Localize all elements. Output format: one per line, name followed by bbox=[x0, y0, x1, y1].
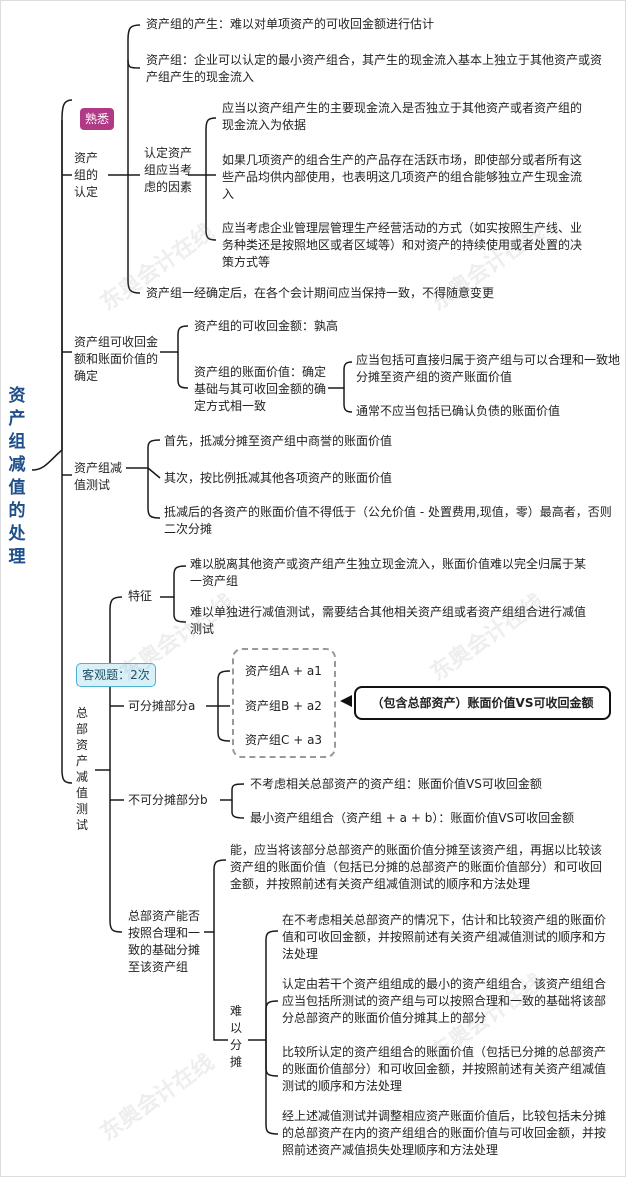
node-test2: 其次，按比例抵减其他各项资产的账面价值 bbox=[164, 471, 393, 485]
node-hq-case: 总部资产能否按照合理和一致的基础分摊至该资产组 bbox=[128, 909, 201, 974]
node-book1: 应当包括可直接归属于资产组与可以合理和一致地分摊至资产组的资产账面价值 bbox=[356, 353, 621, 384]
node-book2: 通常不应当包括已确认负债的账面价值 bbox=[356, 404, 561, 418]
node-hard: 难以分摊 bbox=[230, 1004, 243, 1069]
node-amount: 资产组可收回金额和账面价值的确定 bbox=[74, 335, 159, 383]
node-test: 资产组减值测试 bbox=[74, 461, 123, 492]
node-feature2: 难以单独进行减值测试，需要结合其他相关资产组或者资产组组合进行减值测试 bbox=[190, 605, 587, 636]
node-hard3: 比较所认定的资产组组合的账面价值（包括已分摊的总部资产的账面价值部分）和可收回金… bbox=[282, 1045, 607, 1093]
node-hq: 总部资产减值测试 bbox=[76, 706, 89, 832]
callout-box: （包含总部资产）账面价值VS可收回金额 bbox=[354, 686, 611, 720]
node-hard2: 认定由若干个资产组组成的最小的资产组组合，该资产组组合应当包括所测试的资产组与可… bbox=[282, 977, 607, 1025]
node-hard1: 在不考虑相关总部资产的情况下，估计和比较资产组的账面价值和可收回金额，并按照前述… bbox=[282, 913, 607, 961]
objective-question-tag: 客观题：2次 bbox=[76, 663, 156, 687]
node-hard4: 经上述减值测试并调整相应资产账面价值后，比较包括未分摊的总部资产在内的资产组组合… bbox=[282, 1109, 607, 1157]
node-test1: 首先，抵减分摊至资产组中商誉的账面价值 bbox=[164, 434, 393, 448]
node-identify-consistent: 资产组一经确定后，在各个会计期间应当保持一致，不得随意变更 bbox=[146, 286, 495, 300]
root-title: 资产组减值的处理 bbox=[8, 386, 26, 567]
node-b1: 不考虑相关总部资产的资产组：账面价值VS可收回金额 bbox=[250, 777, 542, 791]
node-alloc-a: 可分摊部分a bbox=[128, 699, 196, 713]
node-test3: 抵减后的各资产的账面价值不得低于（公允价值 - 处置费用,现值，零）最高者，否则… bbox=[164, 505, 612, 536]
node-group-c: 资产组C + a3 bbox=[245, 733, 323, 747]
node-identify: 资产组的认定 bbox=[74, 151, 99, 199]
node-amount-recover: 资产组的可收回金额：孰高 bbox=[194, 319, 339, 333]
node-amount-book: 资产组的账面价值：确定基础与其可收回金额的确定方式相一致 bbox=[194, 365, 327, 413]
node-group-b: 资产组B + a2 bbox=[245, 699, 322, 713]
node-factor2: 如果几项资产的组合生产的产品存在活跃市场，即使部分或者所有这些产品均供内部使用，… bbox=[222, 153, 583, 201]
node-b2: 最小资产组组合（资产组 + a + b）：账面价值VS可收回金额 bbox=[250, 811, 575, 825]
asset-group-box bbox=[232, 648, 336, 758]
node-group-a: 资产组A + a1 bbox=[245, 664, 322, 678]
familiar-tag: 熟悉 bbox=[80, 108, 114, 130]
node-alloc-b: 不可分摊部分b bbox=[128, 793, 208, 807]
node-factor3: 应当考虑企业管理层管理生产经营活动的方式（如实按照生产线、业务种类还是按照地区或… bbox=[222, 221, 583, 269]
node-feature: 特征 bbox=[128, 589, 153, 603]
node-can: 能，应当将该部分总部资产的账面价值分摊至该资产组，再据以比较该资产组的账面价值（… bbox=[230, 843, 603, 891]
node-identify-birth: 资产组的产生：难以对单项资产的可收回金额进行估计 bbox=[146, 17, 435, 31]
node-identify-def: 资产组：企业可以认定的最小资产组合，其产生的现金流入基本上独立于其他资产或资产组… bbox=[146, 53, 603, 84]
node-factor1: 应当以资产组产生的主要现金流入是否独立于其他资产或者资产组的现金流入为依据 bbox=[222, 101, 583, 132]
node-feature1: 难以脱离其他资产或资产组产生独立现金流入，账面价值难以完全归属于某一资产组 bbox=[190, 557, 587, 588]
node-identify-factors: 认定资产组应当考虑的因素 bbox=[144, 146, 193, 194]
